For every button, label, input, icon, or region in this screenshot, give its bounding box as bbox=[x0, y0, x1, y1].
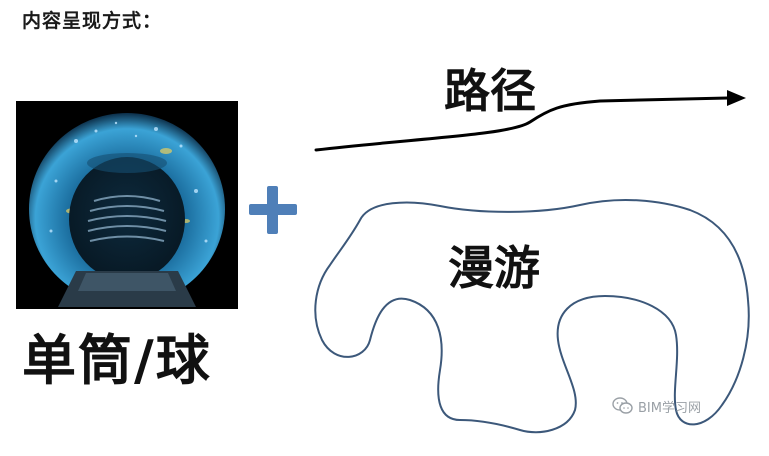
wechat-icon bbox=[612, 397, 633, 414]
page-heading: 内容呈现方式： bbox=[22, 10, 163, 32]
path-label: 路径 bbox=[444, 64, 536, 118]
plus-icon bbox=[249, 186, 297, 234]
dome-theatre-image bbox=[16, 101, 238, 309]
watermark: BIM学习网 bbox=[612, 396, 701, 416]
path-arrow bbox=[314, 96, 730, 152]
arrow-head-icon bbox=[727, 90, 746, 106]
roam-label: 漫游 bbox=[448, 241, 540, 295]
tube-sphere-label: 单筒/球 bbox=[22, 329, 212, 392]
watermark-text: BIM学习网 bbox=[638, 400, 701, 416]
roam-outline bbox=[314, 199, 750, 434]
